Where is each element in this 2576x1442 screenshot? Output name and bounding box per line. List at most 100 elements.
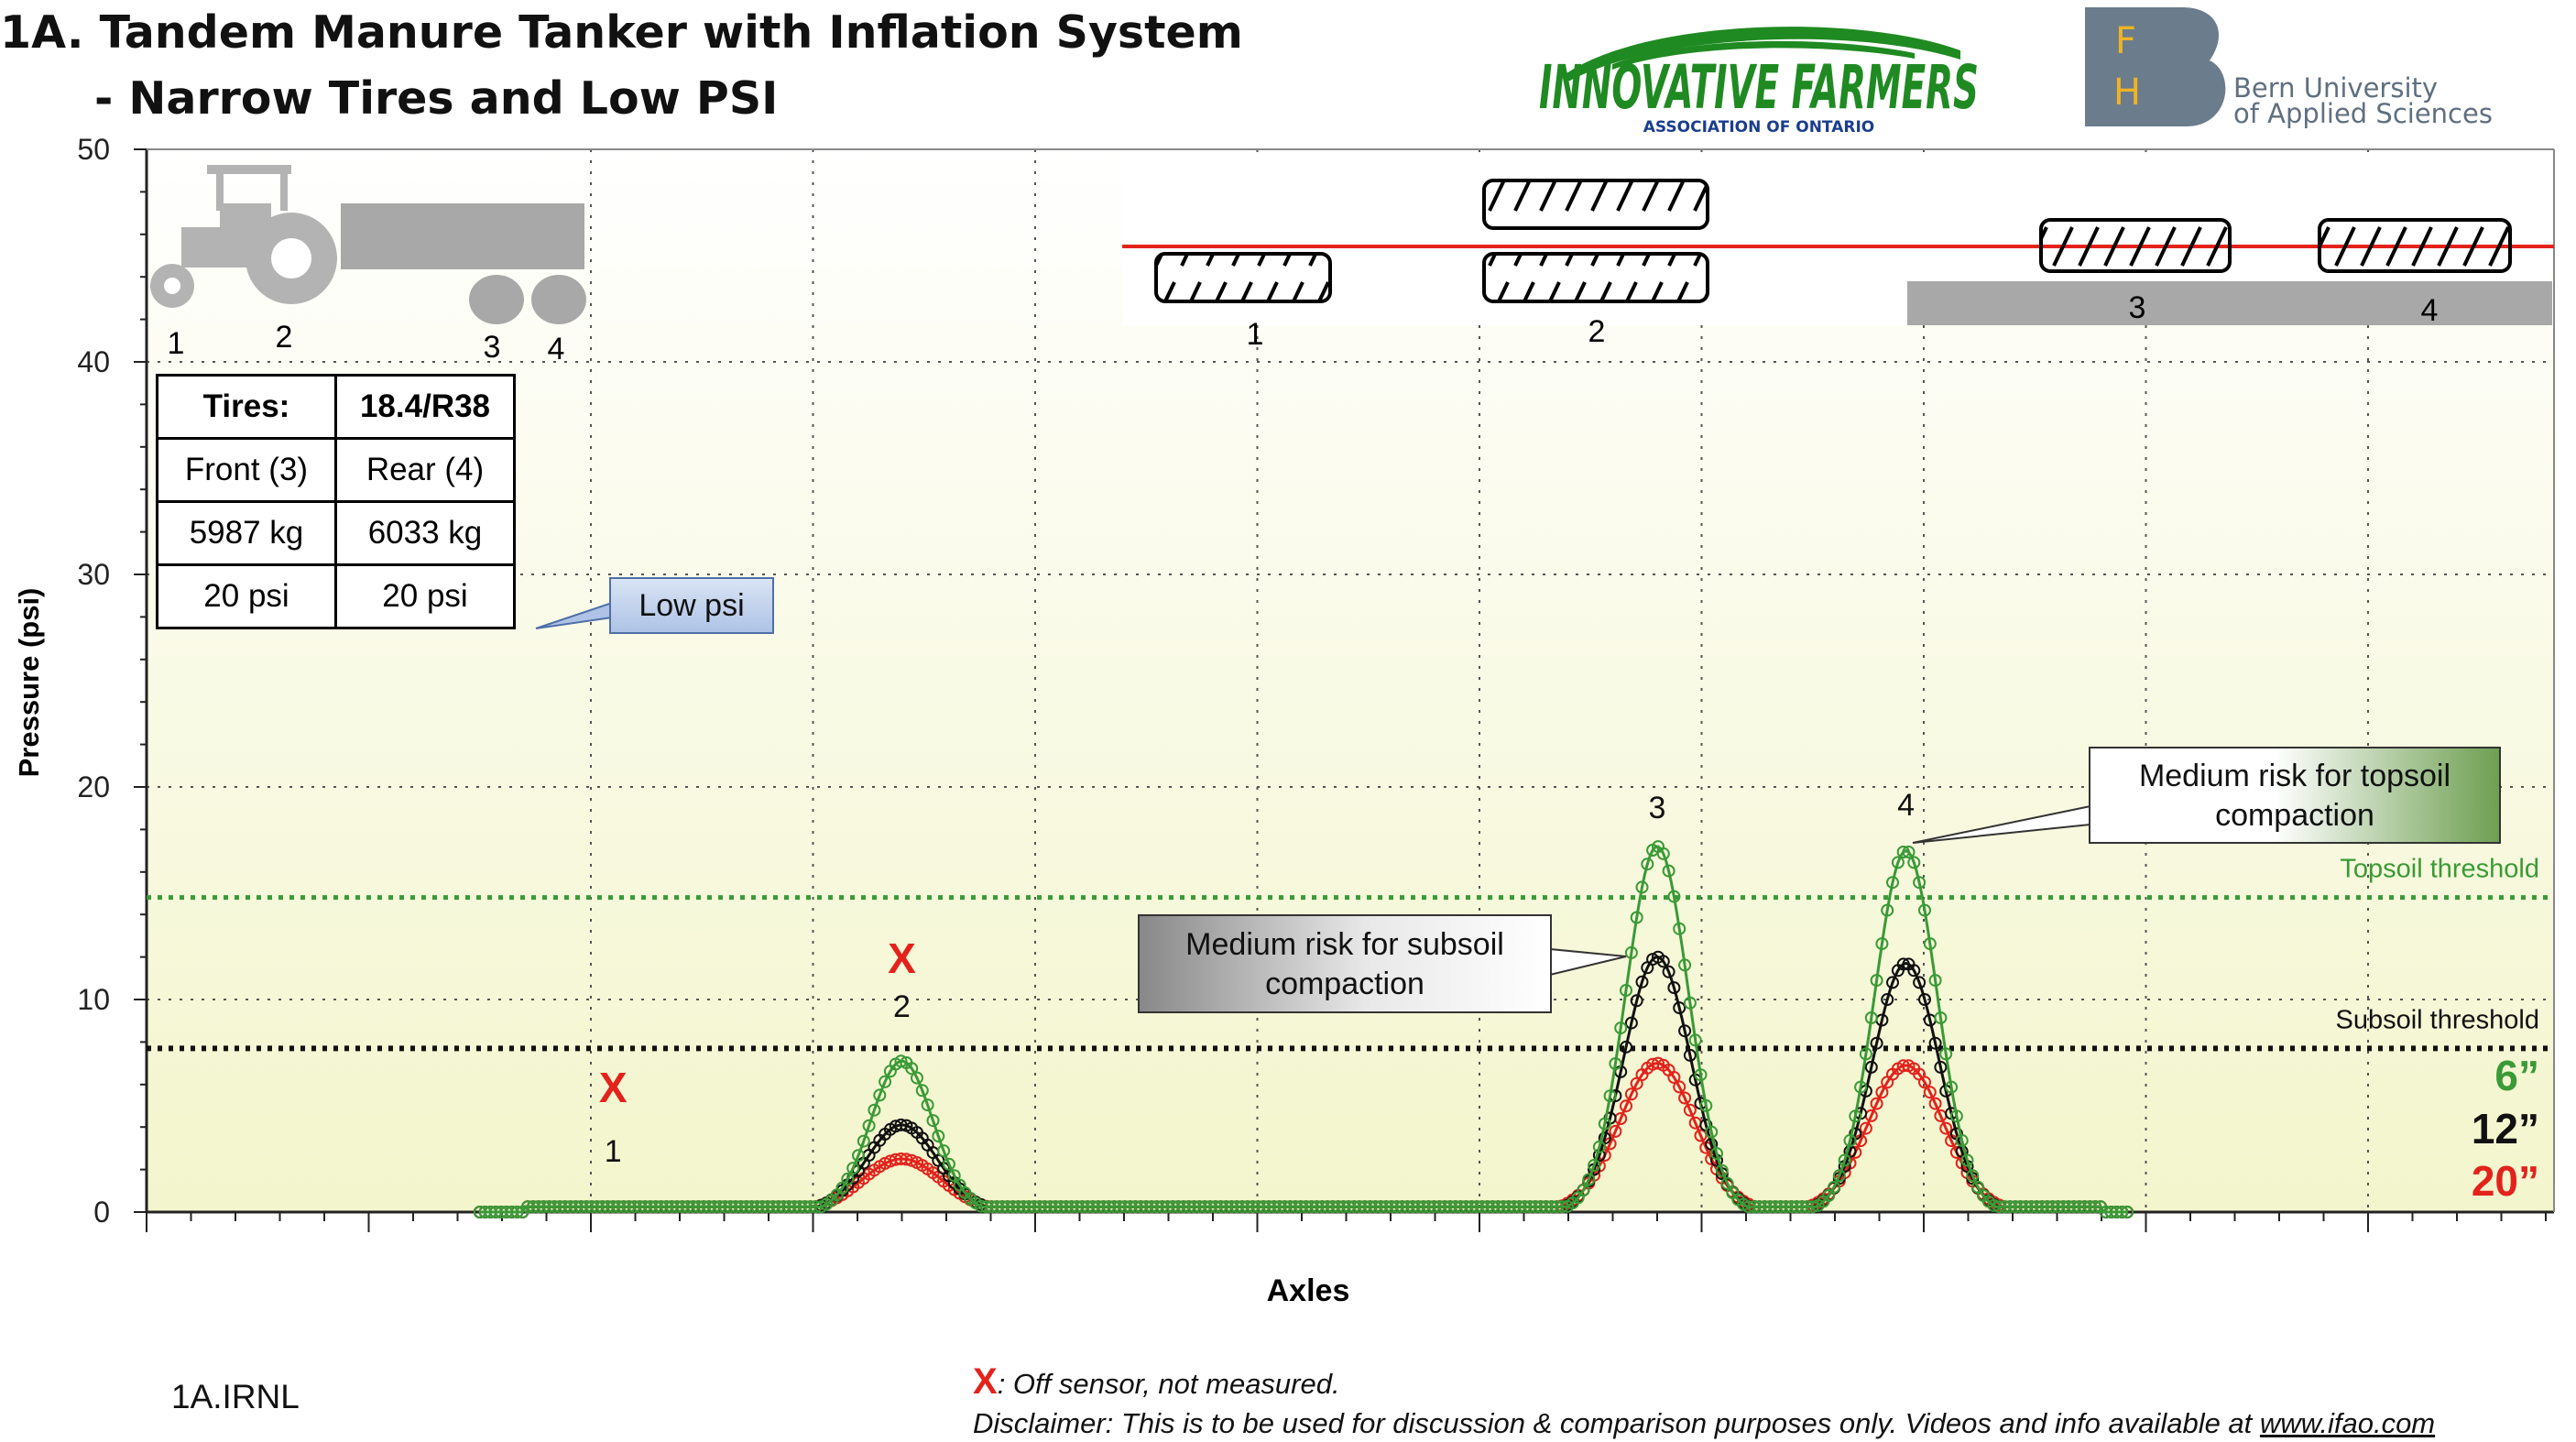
series-point — [1896, 846, 1910, 858]
series-point — [1913, 876, 1927, 890]
series-point — [1828, 1180, 1840, 1194]
tractor-icon: 1 2 3 4 — [150, 165, 586, 366]
series-point — [1624, 1087, 1638, 1101]
series-point — [879, 1075, 892, 1088]
series-point — [1923, 937, 1937, 951]
series-point — [1555, 1200, 1569, 1214]
series-point — [1864, 1011, 1878, 1024]
series-point — [1620, 984, 1632, 997]
series-point — [1928, 1036, 1942, 1050]
off-sensor-note: X: Off sensor, not measured. — [973, 1361, 1340, 1403]
series-point — [1683, 996, 1697, 1010]
series-point — [1620, 1099, 1632, 1113]
series-point — [1673, 1080, 1686, 1094]
series-point — [1577, 1184, 1590, 1196]
series-point — [1934, 1011, 1948, 1024]
figure-code: 1A.IRNL — [171, 1378, 300, 1415]
tire-table-cell: 6033 kg — [334, 500, 516, 566]
y-tick-label: 50 — [77, 133, 110, 166]
series-point — [1859, 1121, 1872, 1135]
y-tick-label: 10 — [77, 983, 110, 1016]
series-point — [1630, 994, 1643, 1008]
series-point — [911, 1071, 923, 1085]
bfh-logo-b-shape — [2164, 7, 2226, 126]
series-point — [1609, 1057, 1622, 1070]
off-sensor-marker: X — [888, 934, 916, 982]
axle-diagram: 1 2 3 4 — [1122, 156, 2554, 352]
legend-entry: 12” — [2472, 1105, 2539, 1153]
series-point — [1662, 864, 1675, 878]
series-point — [1949, 1109, 1963, 1123]
series-point — [921, 1098, 934, 1112]
series-point — [894, 1054, 908, 1068]
tire-icon — [2039, 218, 2232, 273]
y-tick-label: 30 — [77, 558, 110, 591]
y-tick-label: 40 — [77, 345, 110, 378]
off-sensor-mark: X — [973, 1361, 998, 1402]
series-point — [1928, 974, 1942, 988]
series-point — [1806, 1200, 1819, 1214]
series-point — [937, 1144, 951, 1158]
series-point — [1705, 1125, 1719, 1139]
series-point — [1694, 1068, 1708, 1082]
series-point — [1667, 890, 1681, 903]
series-point — [1683, 1048, 1697, 1062]
series-point — [1939, 1047, 1953, 1061]
bfh-letter-f: F — [2115, 20, 2137, 62]
series-point — [1705, 1137, 1719, 1151]
series-point — [1598, 1117, 1611, 1131]
tire-info-table: Tires: 18.4/R38 Front (3) Rear (4) 5987 … — [156, 374, 516, 629]
series-point — [1667, 1071, 1681, 1084]
plot-area — [147, 149, 2554, 1212]
series-point — [1907, 964, 1921, 978]
series-point — [1635, 880, 1649, 894]
series-point — [1891, 856, 1905, 869]
series-point — [1720, 1176, 1734, 1190]
series-point — [1582, 1173, 1596, 1186]
series-point — [1609, 1124, 1622, 1138]
off-sensor-marker: X — [599, 1064, 628, 1111]
series-point — [1662, 965, 1675, 978]
axle-marker-label: 1 — [605, 1134, 622, 1169]
bfh-logo-text: Bern University of Applied Sciences — [2233, 72, 2493, 127]
disclaimer: Disclaimer: This is to be used for discu… — [973, 1407, 2435, 1440]
series-point — [1881, 903, 1894, 917]
series-point — [1678, 1091, 1692, 1105]
series-point — [1838, 1153, 1851, 1167]
series-point — [942, 1157, 955, 1171]
disclaimer-link[interactable]: www.ifao.com — [2259, 1407, 2436, 1439]
data-series: 20”12”6” — [473, 840, 2539, 1218]
tire-icon — [1154, 252, 1332, 303]
series-point — [1614, 1021, 1628, 1035]
series-point — [1870, 974, 1883, 988]
series-point — [1699, 1098, 1713, 1112]
series-point — [1603, 1089, 1617, 1103]
bfh-line-1: Bern University — [2233, 72, 2439, 104]
series-point — [1934, 1060, 1948, 1074]
tire-table-cell: 20 psi — [156, 563, 337, 629]
axle-diagram-label: 3 — [2129, 290, 2146, 325]
series-point — [1656, 955, 1670, 968]
series-point — [1656, 847, 1670, 860]
series-point — [1875, 1086, 1889, 1099]
series-point — [1678, 958, 1692, 972]
series-point — [862, 1119, 876, 1132]
series-point — [905, 1062, 919, 1076]
series-point — [1945, 1080, 1959, 1094]
tractor-axle-label: 4 — [548, 332, 565, 366]
tire-icon — [1482, 179, 1709, 230]
disclaimer-text: Disclaimer: This is to be used for discu… — [973, 1407, 2260, 1439]
tire-table-cell: Rear (4) — [334, 437, 516, 503]
y-tick-label: 20 — [77, 770, 110, 803]
legend-entry: 20” — [2472, 1157, 2539, 1205]
series-point — [1881, 993, 1894, 1006]
threshold-label: Topsoil threshold — [2340, 855, 2539, 884]
series-point — [1928, 1097, 1942, 1110]
series-point — [1918, 903, 1931, 917]
series-point — [1923, 1086, 1937, 1099]
series-point — [1849, 1109, 1862, 1123]
series-point — [1673, 922, 1686, 935]
